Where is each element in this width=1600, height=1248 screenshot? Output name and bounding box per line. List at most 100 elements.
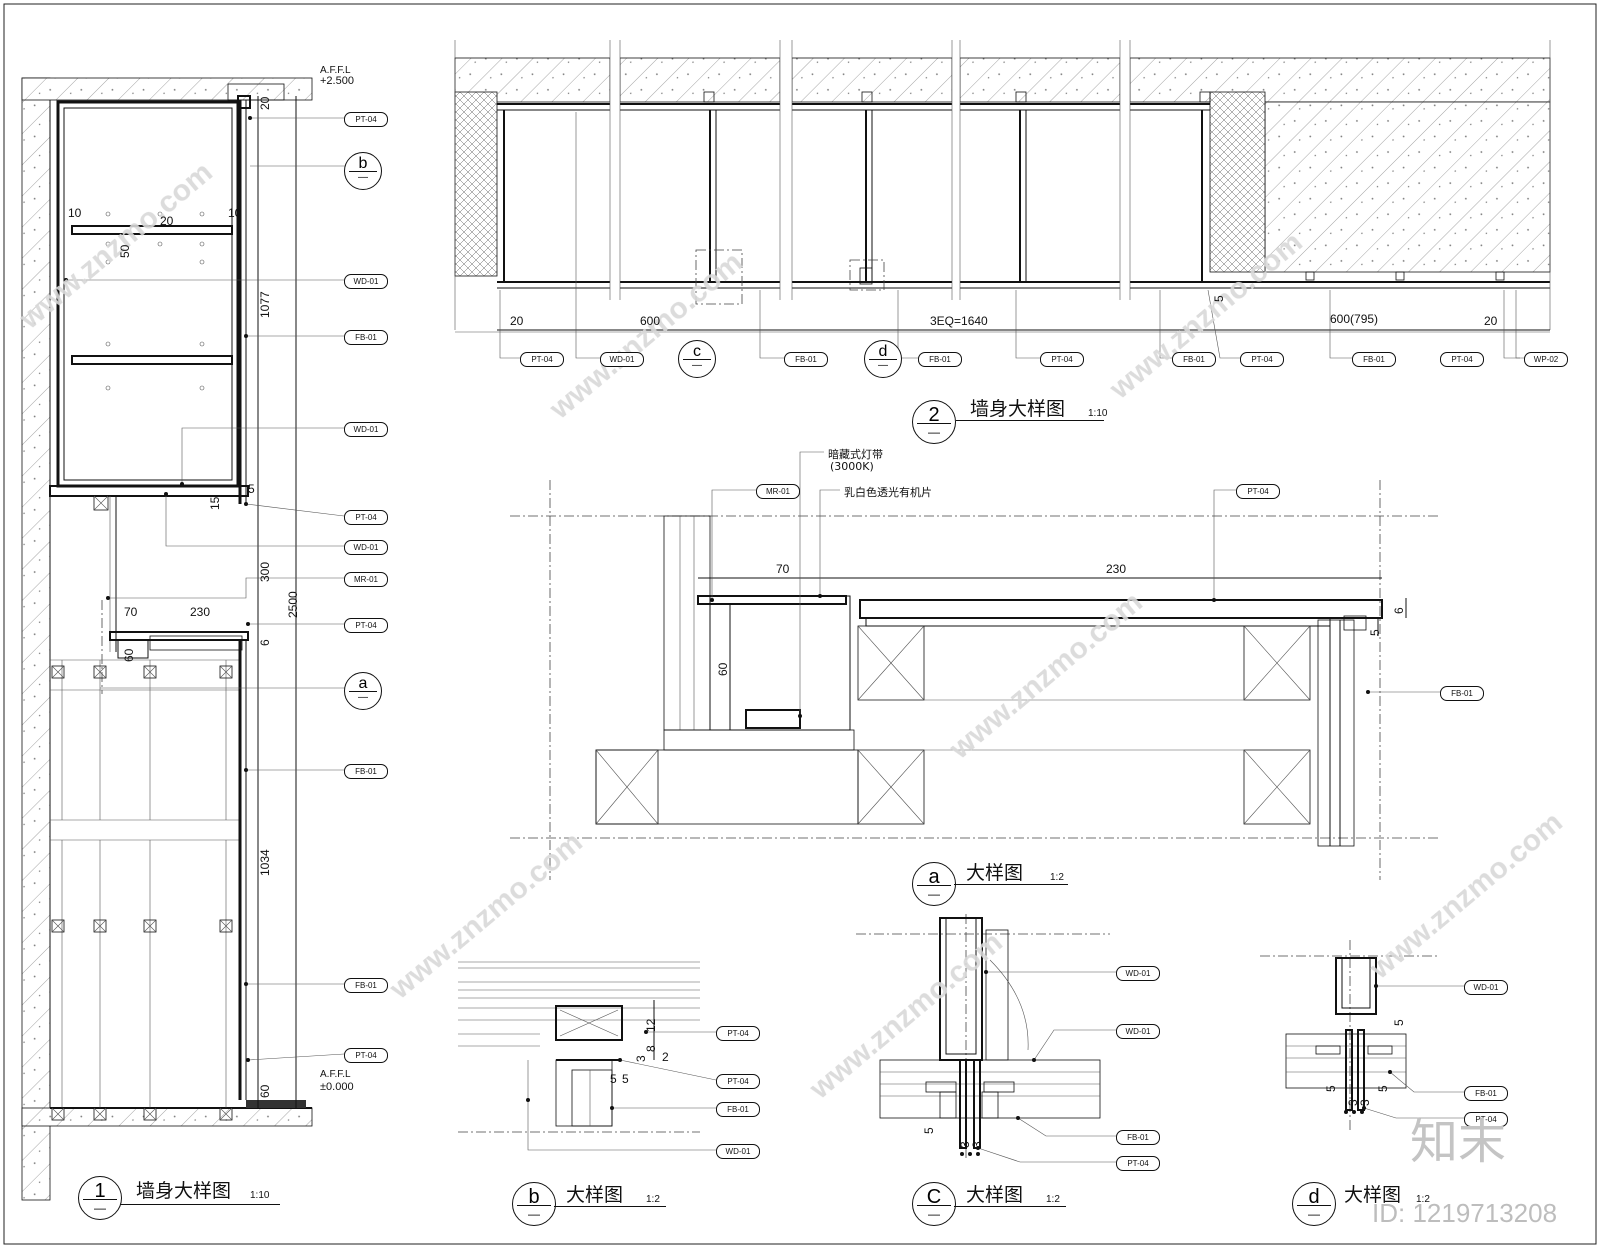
drawing-2-scale: 1:10 [1088,408,1108,419]
detail-b [458,961,717,1151]
detail-letter: b [528,1186,540,1208]
dim-label: 2 [662,1050,669,1064]
dim-label: 1077 [258,291,272,318]
detail-a-title: 大样图 [966,862,1024,884]
dim-label: 5 [610,1072,617,1086]
detail-b-scale: 1:2 [646,1194,660,1205]
dim-label: 60 [258,1084,272,1098]
detail-letter: a [928,866,940,888]
dim-label: 5 [1368,629,1382,636]
material-tag: FB-01 [1440,686,1484,701]
drawing-1-number: 1 — [78,1176,122,1220]
dim-label: 5 [622,1072,629,1086]
dim-label: 2500 [286,591,300,618]
callout-a[interactable]: a — [344,672,382,710]
dim-label: 1034 [258,849,272,876]
detail-c-title: 大样图 [966,1184,1024,1206]
drawing-2-number: 2 — [912,400,956,444]
callout-b[interactable]: b — [344,152,382,190]
detail-a-scale: 1:2 [1050,872,1064,883]
svg-text:www.znzmo.com: www.znzmo.com [1103,225,1309,406]
svg-text:www.znzmo.com: www.znzmo.com [1363,805,1569,986]
material-tag: FB-01 [1352,352,1396,367]
material-tag: MR-01 [344,572,388,587]
detail-c-scale: 1:2 [1046,1194,1060,1205]
dim-label: 5 [1376,1085,1390,1092]
dim-label: 5 [248,482,255,496]
detail-b-letter: b — [512,1182,556,1226]
material-tag: WD-01 [344,422,388,437]
callout-d[interactable]: d — [864,340,902,378]
note-acrylic: 乳白色透光有机片 [844,486,932,499]
material-tag: FB-01 [716,1102,760,1117]
drawing-2-title: 墙身大样图 [970,398,1066,420]
drawing-1-title: 墙身大样图 [136,1180,232,1202]
dim-label: 3 [634,1055,648,1062]
note-light-strip: 暗藏式灯带 [828,448,883,461]
material-tag: FB-01 [344,978,388,993]
dim-label: 50 [118,244,132,258]
drawing-1-scale: 1:10 [250,1190,270,1201]
material-tag: FB-01 [344,764,388,779]
material-tag: WD-01 [1464,980,1508,995]
material-tag: FB-01 [344,330,388,345]
material-tag: WD-01 [344,540,388,555]
drawing-1-wall-section [21,77,360,1201]
dim-label: 3 [1358,1099,1372,1106]
material-tag: MR-01 [756,484,800,499]
material-tag: PT-04 [1464,1112,1508,1127]
material-tag: FB-01 [1116,1130,1160,1145]
dim-label: 600(795) [1330,312,1379,326]
dim-label: 12 [644,1018,658,1032]
dim-label: 5 [1212,295,1226,302]
dim-label: 5 [1324,1085,1338,1092]
svg-text:www.znzmo.com: www.znzmo.com [383,825,589,1006]
drawing-1-leaders [66,117,345,1061]
material-tag: WD-01 [344,274,388,289]
material-tag: PT-04 [1040,352,1084,367]
detail-d-title: 大样图 [1344,1184,1402,1206]
dim-label: 20 [510,314,524,328]
level-bottom-value: ±0.000 [320,1081,354,1093]
material-tag: WD-01 [1116,1024,1160,1039]
detail-c-letter: C — [912,1182,956,1226]
detail-d-scale: 1:2 [1416,1194,1430,1205]
dim-label: 70 [776,562,790,576]
watermark-id: ID: 1219713208 [1372,1198,1558,1228]
detail-d [1260,940,1464,1130]
dim-label: 3EQ=1640 [930,314,988,328]
callout-c[interactable]: c — [678,340,716,378]
material-tag: PT-04 [344,510,388,525]
dim-label: 230 [1106,562,1127,576]
material-tag: PT-04 [344,618,388,633]
callout-letter: d [878,343,888,360]
callout-letter: b [358,155,368,172]
level-top-value: +2.500 [320,75,354,87]
dim-label: 70 [124,605,138,619]
callout-letter: c [693,343,701,360]
detail-c [856,914,1116,1163]
dim-label: 600 [640,314,661,328]
dim-label: 6 [258,639,272,646]
dim-label: 230 [190,605,211,619]
material-tag: PT-04 [1440,352,1484,367]
dim-label: 60 [716,662,730,676]
dim-label: 10 [68,206,82,220]
dim-label: 3 [970,1141,984,1148]
drawing-2-wall-plan [454,40,1551,359]
dim-label: 5 [1392,1019,1406,1026]
level-bottom-label: A.F.F.L [320,1069,351,1080]
svg-text:www.znzmo.com: www.znzmo.com [543,245,749,426]
material-tag: WP-02 [1524,352,1568,367]
material-tag: PT-04 [520,352,564,367]
dim-label: 20 [258,96,272,110]
material-tag: FB-01 [1172,352,1216,367]
dim-label: 15 [208,496,222,510]
drawing-number: 2 [928,404,940,426]
dim-label: 20 [1484,314,1498,328]
material-tag: PT-04 [344,1048,388,1063]
dim-label: 5 [922,1127,936,1134]
material-tag: PT-04 [716,1026,760,1041]
dim-label: 6 [1392,607,1406,614]
